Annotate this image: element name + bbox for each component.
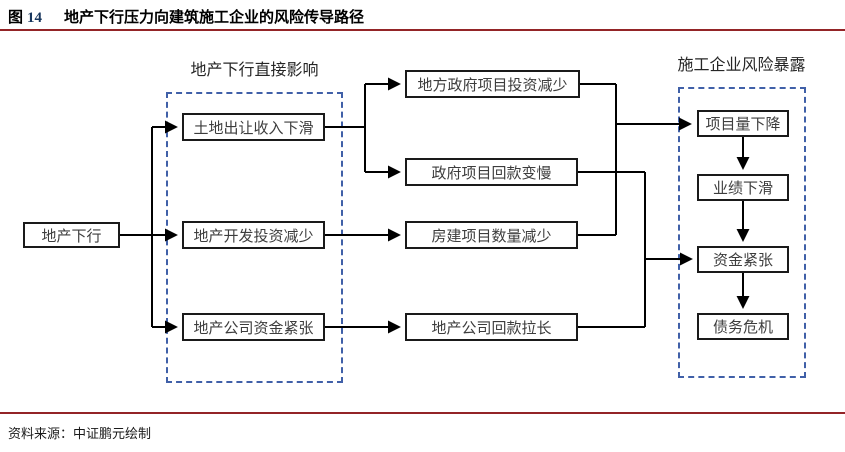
figure-number: 14 — [27, 10, 43, 26]
node-dev-cash: 地产公司资金紧张 — [182, 313, 325, 341]
group-label-risk-exposure: 施工企业风险暴露 — [677, 57, 806, 74]
node-housing-projects: 房建项目数量减少 — [405, 221, 578, 249]
node-dev-payment: 地产公司回款拉长 — [405, 313, 578, 341]
group-label-direct-impact: 地产下行直接影响 — [190, 62, 319, 79]
node-gov-payment: 政府项目回款变慢 — [405, 158, 578, 186]
bottom-rule — [0, 412, 845, 414]
top-rule — [0, 29, 845, 31]
dashed-box-risk-exposure — [678, 87, 806, 378]
node-gov-investment: 地方政府项目投资减少 — [405, 70, 580, 98]
source-line: 资料来源：中证鹏元绘制 — [8, 426, 152, 441]
node-funding: 资金紧张 — [697, 246, 789, 273]
node-project-volume: 项目量下降 — [697, 110, 789, 137]
node-start: 地产下行 — [23, 222, 120, 248]
figure-title-text: 地产下行压力向建筑施工企业的风险传导路径 — [64, 10, 365, 26]
node-land-revenue: 土地出让收入下滑 — [182, 113, 325, 141]
node-dev-investment: 地产开发投资减少 — [182, 221, 325, 249]
node-performance: 业绩下滑 — [697, 174, 789, 201]
figure-label: 图 — [8, 10, 24, 26]
node-debt-crisis: 债务危机 — [697, 313, 789, 340]
